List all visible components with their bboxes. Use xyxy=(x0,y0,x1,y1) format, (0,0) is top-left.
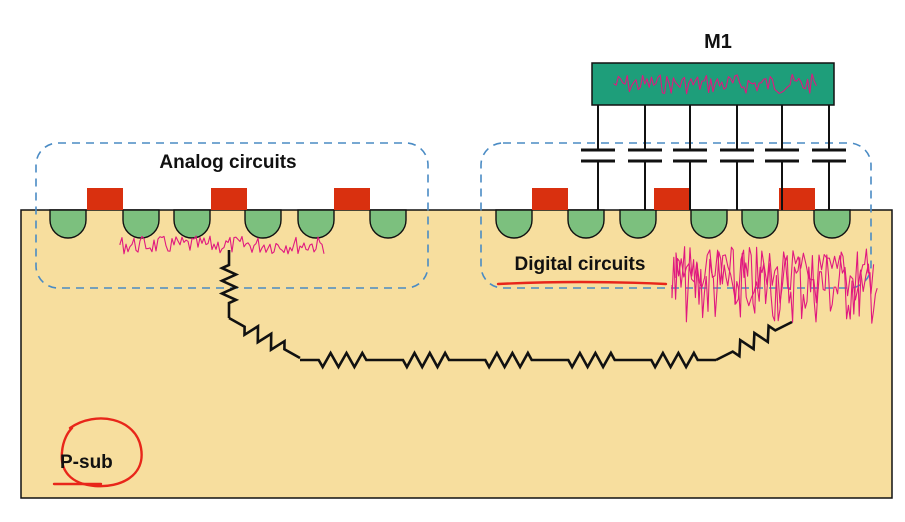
diffusion-well xyxy=(741,209,779,239)
diffusion-wells xyxy=(49,209,851,239)
resistor-zigzag-icon xyxy=(467,350,550,370)
resistor-zigzag-icon xyxy=(218,250,240,318)
capacitor-icon xyxy=(581,105,615,210)
capacitor-icon xyxy=(628,105,662,210)
resistor-zigzag-icon xyxy=(300,350,385,370)
coupling-capacitors xyxy=(581,105,846,210)
diffusion-well xyxy=(122,209,160,239)
capacitor-icon xyxy=(812,105,846,210)
resistor-zigzag-icon xyxy=(228,316,301,360)
substrate-resistor-network xyxy=(218,250,793,370)
gate-contact xyxy=(779,188,815,210)
p-substrate xyxy=(20,209,893,499)
gate-contact xyxy=(211,188,247,210)
p-sub-circle-annotation xyxy=(60,417,143,488)
m1-label: M1 xyxy=(704,31,732,53)
digital-underline-annotation xyxy=(496,280,668,286)
diffusion-well xyxy=(49,209,87,239)
diffusion-well xyxy=(690,209,728,239)
gate-contact xyxy=(532,188,568,210)
resistor-zigzag-icon xyxy=(550,350,633,370)
gate-contact xyxy=(654,188,690,210)
capacitor-icon xyxy=(765,105,799,210)
diffusion-well xyxy=(495,209,533,239)
metal-noise-icon xyxy=(613,73,817,95)
diffusion-well xyxy=(369,209,407,239)
resistor-zigzag-icon xyxy=(633,350,716,370)
diffusion-well xyxy=(297,209,335,239)
resistor-zigzag-icon xyxy=(385,350,467,370)
digital-noise-icon xyxy=(671,246,878,324)
analog-circuits-label: Analog circuits xyxy=(159,152,296,173)
resistor-zigzag-icon xyxy=(715,320,793,362)
diffusion-well xyxy=(619,209,657,239)
gate-contacts xyxy=(87,188,815,210)
digital-noise-icon xyxy=(675,249,875,307)
capacitor-icon xyxy=(673,105,707,210)
digital-circuits-label: Digital circuits xyxy=(515,254,646,275)
gate-contact xyxy=(87,188,123,210)
capacitor-icon xyxy=(720,105,754,210)
p-sub-label: P-sub xyxy=(60,452,113,473)
analog-noise-icon xyxy=(119,235,325,255)
diffusion-well xyxy=(173,209,211,239)
diffusion-well xyxy=(567,209,605,239)
gate-contact xyxy=(334,188,370,210)
diffusion-well xyxy=(244,209,282,239)
noise-signals xyxy=(119,73,878,324)
diffusion-well xyxy=(813,209,851,239)
